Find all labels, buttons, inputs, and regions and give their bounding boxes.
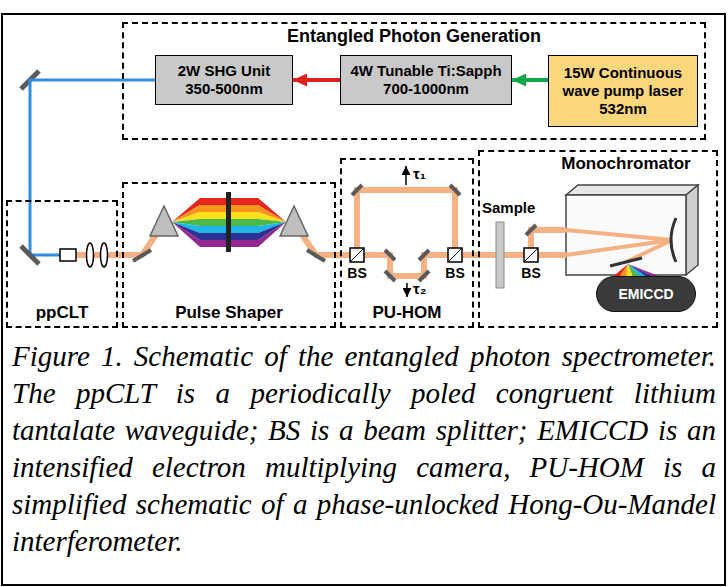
region-title: Pulse Shaper — [175, 303, 283, 323]
prism — [280, 206, 308, 236]
mirror — [450, 185, 460, 195]
photon-beam — [76, 252, 118, 258]
stage-frame: PU-HOM — [340, 158, 474, 328]
box-label: 15W Continuous wave pump laser 532nm — [558, 64, 688, 118]
box-label: EMICCD — [618, 286, 673, 303]
waveguide-crystal — [60, 249, 76, 261]
lens — [101, 243, 108, 267]
box-label: 2W SHG Unit 350-500nm — [168, 62, 280, 98]
stage-frame: MonochromatorEMICCD — [478, 150, 718, 328]
beam-splitter — [350, 248, 364, 262]
mirror — [419, 250, 429, 260]
mirror — [385, 271, 395, 281]
monochromator-housing — [686, 185, 698, 275]
lens — [87, 243, 94, 267]
mirror — [526, 225, 536, 235]
photon-beam — [626, 240, 672, 262]
beam-connector — [293, 78, 340, 82]
component-label: τ₁ — [413, 165, 426, 182]
pump-beam — [30, 200, 60, 255]
delay-arrow — [406, 283, 408, 297]
mirror — [352, 185, 362, 195]
beam-splitter-face — [448, 248, 462, 262]
monochromator-housing — [566, 185, 698, 195]
mirror — [385, 250, 395, 260]
camera-body: EMICCD — [596, 276, 696, 312]
component-label: τ₂ — [413, 280, 426, 297]
grating — [610, 258, 642, 266]
region-title: Monochromator — [561, 154, 690, 174]
stage-frame: Pulse Shaper — [122, 182, 336, 328]
region-title: PU-HOM — [373, 303, 442, 323]
beam-splitter — [524, 248, 538, 262]
group-frame: Entangled Photon Generation 2W SHG Unit 3… — [122, 22, 706, 140]
photon-beam — [357, 190, 455, 255]
pump-laser-box: 15W Continuous wave pump laser 532nm — [548, 55, 698, 127]
mirror — [307, 250, 325, 261]
laser-unit-box: 2W SHG Unit 350-500nm — [155, 55, 293, 105]
component-label: Sample — [482, 199, 535, 216]
component-label: BS — [345, 265, 369, 281]
mirror — [21, 246, 39, 264]
monochromator-housing — [566, 195, 686, 275]
photon-beam — [478, 252, 566, 258]
mirror — [133, 250, 151, 261]
stage-frame: ppCLT — [6, 200, 118, 328]
concave-mirror — [671, 218, 676, 262]
region-title: Entangled Photon Generation — [287, 26, 541, 48]
photon-beam — [566, 230, 672, 255]
figure-frame — [2, 14, 725, 585]
delay-arrow — [405, 166, 407, 185]
sample-slide — [496, 222, 504, 288]
laser-unit-box: 4W Tunable Ti:Sapph 700-1000nm — [340, 55, 512, 105]
beam-connector — [512, 78, 548, 82]
box-label: 4W Tunable Ti:Sapph 700-1000nm — [347, 62, 505, 98]
region-title: ppCLT — [36, 303, 89, 323]
beam-splitter-face — [350, 248, 364, 262]
prism — [150, 206, 178, 236]
beam-splitter-face — [524, 248, 538, 262]
component-label: BS — [519, 265, 543, 281]
spectral-mask — [226, 192, 231, 252]
mirror — [419, 271, 429, 281]
beam-splitter — [448, 248, 462, 262]
component-label: BS — [443, 265, 467, 281]
figure-caption: Figure 1. Schematic of the entangled pho… — [12, 338, 716, 560]
